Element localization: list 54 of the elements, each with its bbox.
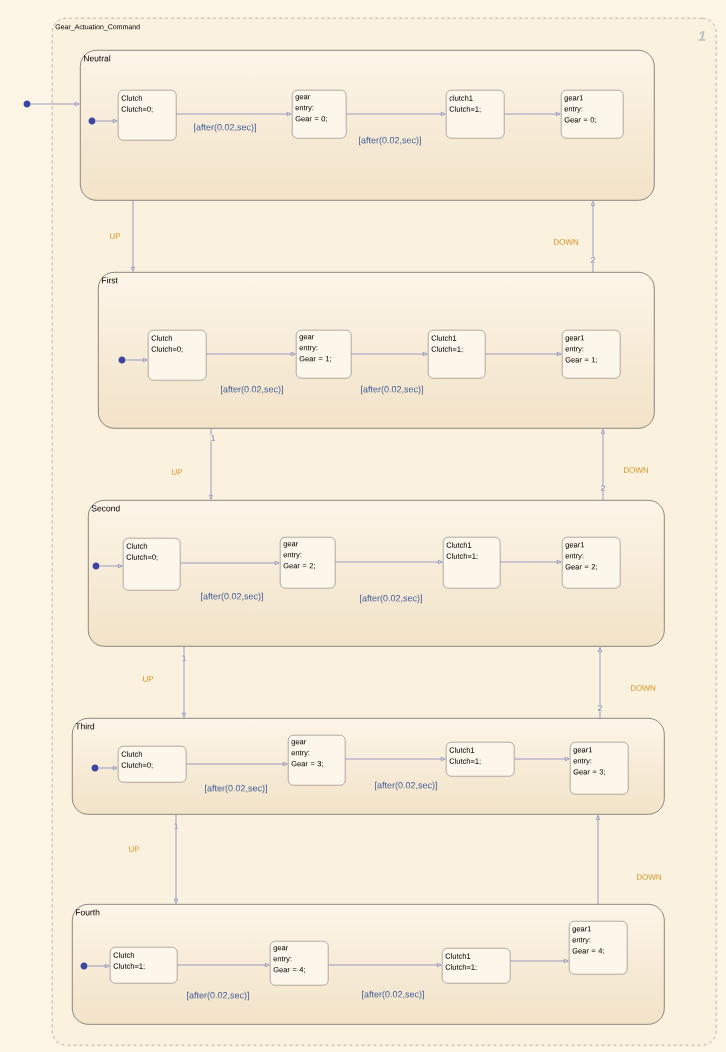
guard-label: [after(0.02,sec)]: [359, 136, 421, 146]
default-transition-arrow: [125, 358, 148, 362]
transition-arrow: [596, 815, 600, 905]
event-label: UP: [129, 846, 140, 852]
guard-label: [after(0.02,sec)]: [194, 123, 256, 133]
transition-arrow: [345, 757, 446, 761]
guard-label: [after(0.02,sec)]: [360, 594, 422, 604]
event-label: DOWN: [637, 874, 661, 880]
default-transition-arrow: [99, 564, 123, 568]
chart-number: 1: [698, 31, 706, 41]
transition-arrow: [601, 429, 605, 501]
transition-arrow: [510, 959, 569, 963]
event-label: DOWN: [554, 239, 578, 245]
transition-arrow: [206, 352, 296, 356]
default-transition-arrow: [98, 766, 118, 770]
transition-arrow: [351, 352, 428, 356]
transition-arrow: [485, 352, 562, 356]
transition-arrow: [177, 963, 270, 967]
guard-label: [after(0.02,sec)]: [201, 592, 263, 602]
transition-arrow: [176, 112, 292, 116]
execution-order-number: 1: [173, 822, 179, 830]
guard-label: [after(0.02,sec)]: [361, 385, 423, 395]
event-label: UP: [172, 469, 183, 475]
execution-order-number: 2: [590, 256, 596, 264]
transition-arrow: [209, 428, 213, 500]
transition-arrow: [180, 561, 280, 565]
transition-arrow: [335, 560, 443, 564]
guard-label: [after(0.02,sec)]: [205, 784, 267, 794]
execution-order-number: 2: [597, 704, 603, 712]
event-label: UP: [110, 233, 121, 239]
default-transition-arrow: [87, 964, 110, 968]
transition-arrow: [174, 814, 178, 904]
event-label: DOWN: [624, 467, 648, 473]
guard-label: [after(0.02,sec)]: [375, 781, 437, 791]
execution-order-number: 2: [600, 484, 606, 492]
default-transition-arrow: [95, 119, 118, 123]
transition-arrow: [346, 112, 446, 116]
transition-arrow: [328, 963, 442, 967]
guard-label: [after(0.02,sec)]: [221, 385, 283, 395]
transition-arrow: [514, 757, 570, 761]
default-transition-arrow: [30, 102, 80, 106]
transition-arrow: [131, 200, 135, 272]
transition-arrow: [500, 560, 562, 564]
execution-order-number: 1: [210, 434, 216, 442]
event-label: DOWN: [631, 685, 655, 691]
transition-arrow: [186, 762, 288, 766]
transition-arrow: [598, 647, 602, 719]
event-label: UP: [143, 676, 154, 682]
guard-label: [after(0.02,sec)]: [187, 991, 249, 1001]
transition-arrow: [504, 112, 561, 116]
transition-arrow: [591, 201, 595, 273]
execution-order-number: 1: [181, 654, 187, 662]
transition-arrow: [182, 646, 186, 718]
guard-label: [after(0.02,sec)]: [362, 990, 424, 1000]
